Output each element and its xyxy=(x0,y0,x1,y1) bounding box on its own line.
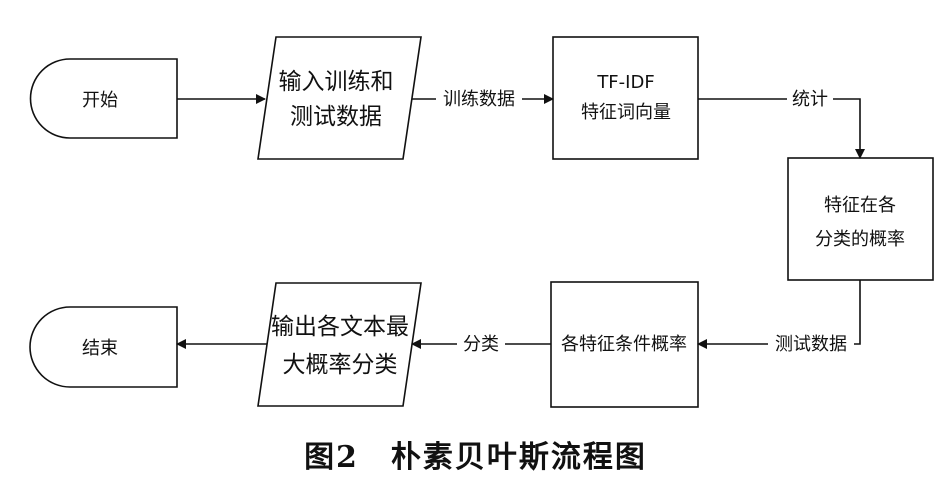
input-data-node xyxy=(257,36,422,160)
output-node xyxy=(257,282,422,407)
edge-label-bg-classify xyxy=(457,331,505,355)
start-node-label: 开始 xyxy=(82,90,118,111)
end-node-label: 结束 xyxy=(82,338,118,359)
tfidf-node-line1: TF-IDF xyxy=(596,72,654,93)
conditional-probability-node-label: 各特征条件概率 xyxy=(561,334,687,355)
input-data-node-line2: 测试数据 xyxy=(290,104,382,130)
tfidf-node xyxy=(552,36,699,160)
edge-label-bg-statistics xyxy=(787,86,833,110)
edge-label-test-data: 测试数据 xyxy=(775,334,847,355)
edge-label-bg-test-data xyxy=(768,331,854,355)
figure-caption: 图2 朴素贝叶斯流程图 xyxy=(304,440,647,475)
class-probability-node-line2: 分类的概率 xyxy=(815,229,905,250)
start-node xyxy=(29,58,178,139)
edge-label-statistics: 统计 xyxy=(792,89,828,110)
output-node-line2: 大概率分类 xyxy=(283,352,398,378)
input-data-node-line1: 输入训练和 xyxy=(279,69,394,95)
edge-label-train-data: 训练数据 xyxy=(443,89,515,110)
class-probability-node xyxy=(787,157,934,281)
arrow-class-probability-to-conditional xyxy=(697,280,861,349)
class-probability-node-line1: 特征在各 xyxy=(824,195,896,216)
edge-label-classify: 分类 xyxy=(463,334,499,355)
end-node xyxy=(29,306,178,388)
output-node-line1: 输出各文本最 xyxy=(271,314,409,340)
edge-label-bg-train-data xyxy=(436,86,522,110)
arrow-tfidf-to-class-probability xyxy=(698,98,865,159)
tfidf-node-line2: 特征词向量 xyxy=(581,102,671,123)
